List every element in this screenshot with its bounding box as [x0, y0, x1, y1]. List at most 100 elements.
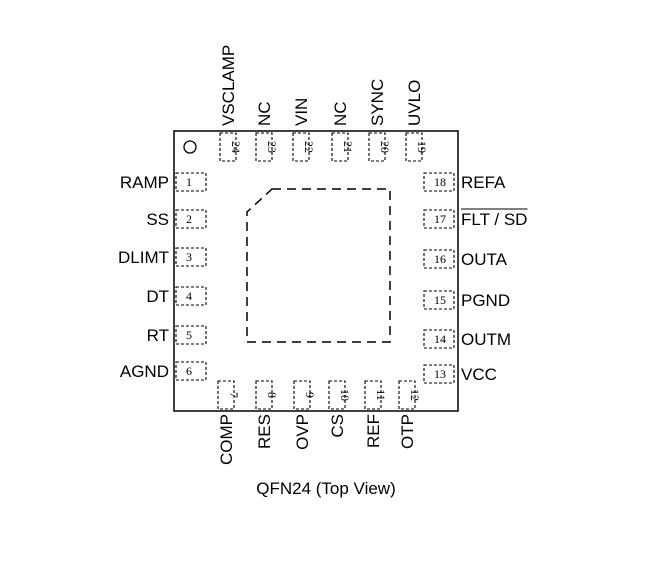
- pin-pad: [255, 380, 273, 410]
- pin-number: 15: [434, 293, 446, 307]
- pin-17: 17 FLT / SD: [423, 208, 528, 229]
- package-caption: QFN24 (Top View): [256, 479, 396, 498]
- pin-pad: [423, 209, 455, 229]
- pin-pad: [175, 172, 207, 192]
- pin-15: 15 PGND: [423, 290, 510, 310]
- pin-name: RAMP: [120, 173, 169, 192]
- pin-23: 23 NC: [255, 101, 279, 162]
- pin-name: DLIMT: [118, 248, 169, 267]
- pin-name: FLT / SD: [461, 210, 527, 229]
- pin-number: 6: [186, 364, 192, 378]
- pin-number: 14: [434, 332, 446, 346]
- pin-name: OVP: [293, 414, 312, 450]
- pin-pad: [255, 132, 273, 162]
- pin-number: 22: [302, 141, 316, 153]
- pin-number: 17: [434, 212, 446, 226]
- pin-number: 4: [186, 289, 192, 303]
- pin-number: 7: [227, 392, 241, 398]
- pin-pad: [175, 325, 207, 345]
- pin-pad: [217, 380, 235, 410]
- package-body: [173, 130, 459, 412]
- pin-number: 8: [265, 392, 279, 398]
- pin-22: 22 VIN: [292, 98, 316, 162]
- pin-number: 24: [229, 141, 243, 153]
- pin-number: 11: [374, 389, 388, 401]
- pin-pad: [398, 380, 416, 410]
- pin-name: SYNC: [368, 79, 387, 126]
- pin-name: AGND: [120, 362, 169, 381]
- pin-pad: [423, 364, 455, 384]
- pin-name: RT: [147, 326, 169, 345]
- pin-2: 2SS: [146, 209, 207, 229]
- pin-number: 12: [408, 389, 422, 401]
- pin-name: COMP: [217, 414, 236, 465]
- pin-number: 19: [415, 141, 429, 153]
- pin-20: 20 SYNC: [368, 79, 392, 162]
- pin-pad: [219, 132, 237, 162]
- pin-5: 5 RT: [147, 325, 207, 345]
- pin-number: 13: [434, 367, 446, 381]
- pin-number: 23: [265, 141, 279, 153]
- pin-4: 4 DT: [146, 286, 207, 306]
- pins-layer: 1 RAMP 2SS 3 DLIMT 4 DT 5 RT 6 AGND 13 VCC 14 OUTM 15 PG…: [118, 45, 528, 465]
- pin-pad: [423, 329, 455, 349]
- exposed-pad: [246, 188, 391, 343]
- pin-3: 3 DLIMT: [118, 247, 207, 267]
- pin-number: 21: [341, 141, 355, 153]
- pin-name: DT: [146, 287, 169, 306]
- pin-pad: [292, 132, 310, 162]
- pin1-marker: [183, 140, 197, 154]
- pin-13: 13 VCC: [423, 364, 497, 384]
- pin-name: CS: [328, 414, 347, 438]
- pin-number: 1: [186, 175, 192, 189]
- pin-pad: [328, 380, 346, 410]
- pin-name: SS: [146, 210, 169, 229]
- pin-number: 16: [434, 252, 446, 266]
- pin-pad: [405, 132, 423, 162]
- pin-19: 19 UVLO: [405, 80, 429, 162]
- pin-name: UVLO: [405, 80, 424, 126]
- pin-name: NC: [331, 101, 350, 126]
- pin-number: 9: [303, 392, 317, 398]
- pin-pad: [175, 286, 207, 306]
- pin-name: OUTM: [461, 330, 511, 349]
- pin-pad: [423, 290, 455, 310]
- pin-number: 20: [378, 141, 392, 153]
- pin-pad: [368, 132, 386, 162]
- pin-6: 6 AGND: [120, 361, 207, 381]
- pin-16: 16 OUTA: [423, 249, 508, 269]
- pin-pad: [175, 247, 207, 267]
- pin-number: 3: [186, 250, 192, 264]
- pin-pad: [175, 209, 207, 229]
- pin-name: VCC: [461, 365, 497, 384]
- pin-name: NC: [255, 101, 274, 126]
- pin-name: OUTA: [461, 250, 508, 269]
- pin-number: 18: [434, 175, 446, 189]
- pin-name: REFA: [461, 173, 506, 192]
- pin-name: VSCLAMP: [219, 45, 238, 126]
- pin-name: REF: [364, 414, 383, 448]
- pin-21: 21 NC: [331, 101, 355, 162]
- pin-name: RES: [255, 414, 274, 449]
- pin-1: 1 RAMP: [120, 172, 207, 192]
- pin-name: VIN: [292, 98, 311, 126]
- pin-pad: [364, 380, 382, 410]
- pin-pad: [423, 249, 455, 269]
- pin-name: PGND: [461, 291, 510, 310]
- pin-number: 10: [338, 389, 352, 401]
- pin-pad: [331, 132, 349, 162]
- pin-pad: [175, 361, 207, 381]
- pin-18: 18 REFA: [423, 172, 506, 192]
- pin-14: 14 OUTM: [423, 329, 511, 349]
- pin-pad: [423, 172, 455, 192]
- pin-name: OTP: [398, 414, 417, 449]
- pin-24: 24 VSCLAMP: [219, 45, 243, 162]
- pin-number: 5: [186, 328, 192, 342]
